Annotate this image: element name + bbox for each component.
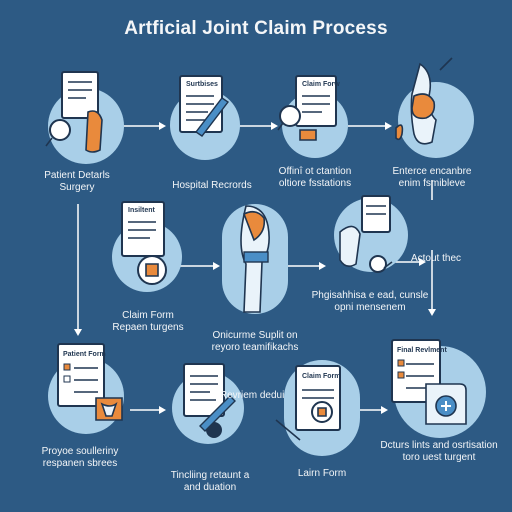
syringe-icon <box>275 419 301 441</box>
step-11-doc-title: Claim Form <box>302 373 341 380</box>
arrow-s7-s8 <box>392 258 426 266</box>
implant-icon <box>411 93 436 120</box>
step-7-label: Phgisahhisa e ead, cunsle opni mensenem <box>311 290 429 313</box>
pen-icon <box>194 97 230 137</box>
arrow-left-vertical <box>74 204 82 336</box>
step-5-doc-title: Insiltent <box>128 207 156 214</box>
step-11-label: Lairn Form <box>297 468 347 479</box>
joint-icon <box>317 407 327 417</box>
step-2-label: Hospital Recrords <box>172 180 252 191</box>
step-12-doc-title: Final Revlment <box>397 347 447 354</box>
step-3-doc-title: Claim Forw <box>302 81 340 88</box>
tibial-tray-icon <box>243 251 269 263</box>
bone-icon <box>299 129 317 141</box>
step-10-label: Tincliing retaunt a and duation <box>170 470 250 493</box>
step-6-label: Onicurme Suplit on reyoro teamifikachs <box>211 330 299 353</box>
checkbox-icon <box>63 363 71 371</box>
pen-icon <box>199 395 236 432</box>
arm-icon <box>339 225 361 268</box>
step-12-label: Dcturs lints and osrtisation toro uest t… <box>380 440 498 463</box>
step-2-doc-title: Surtbises <box>186 81 218 88</box>
step-3-label: Offinî ot ctantion oltiore fsstations <box>278 166 352 189</box>
step-4-label: Enterce encanbre enim fsmibleve <box>392 166 472 189</box>
step-5-label: Claim Form Repaen turgens <box>112 310 184 333</box>
step-9-doc-title: Patient Form <box>63 351 106 358</box>
arrow-s9-s10 <box>130 406 166 414</box>
arrow-s5-s6 <box>178 262 220 270</box>
arrow-s3-s4 <box>348 122 392 130</box>
cross-symbol <box>441 401 451 411</box>
magnifier-icon <box>369 255 387 273</box>
implant-icon <box>242 210 266 242</box>
arrow-s1-s2 <box>122 122 166 130</box>
flame-icon <box>395 124 404 141</box>
joint-icon <box>145 263 159 277</box>
arrow-right-diagonal <box>428 250 436 316</box>
step-9-label: Proyoe soulleriny respanen sbrees <box>41 446 119 469</box>
bone-icon <box>100 402 118 417</box>
step-1-label: Patient Detarls Surgery <box>44 170 110 193</box>
magnifier-icon <box>49 119 71 141</box>
step-8-label: Actout thec <box>410 253 462 264</box>
arrow-s2-s3 <box>238 122 278 130</box>
leg-icon <box>85 110 103 153</box>
checkbox-icon <box>63 375 71 383</box>
step-11-side-label: Revriem deduilp <box>219 390 293 401</box>
diagram-title: Artficial Joint Claim Process <box>124 18 388 39</box>
checkbox-icon <box>397 359 405 367</box>
checkbox-icon <box>397 371 405 379</box>
arrow-s6-s7 <box>286 262 326 270</box>
magnifier-icon <box>279 105 301 127</box>
